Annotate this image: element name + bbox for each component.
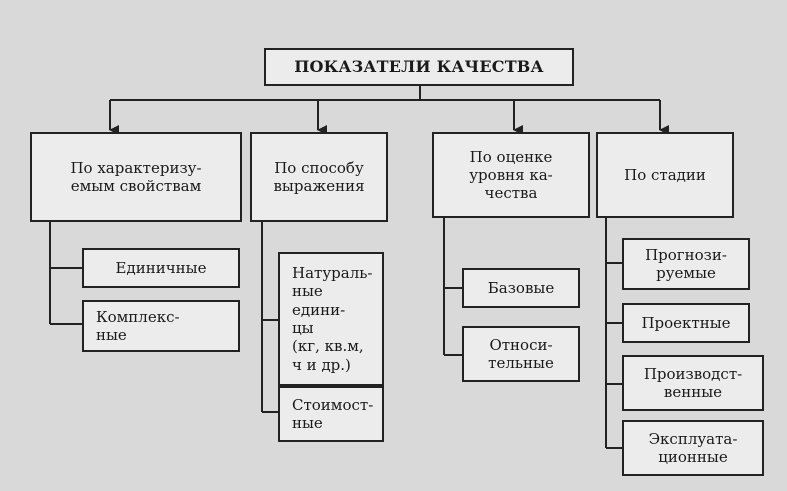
item-design: Проектные: [622, 303, 750, 343]
category-by-properties: По характеризу- емым свойствам: [30, 132, 242, 222]
item-production: Производст- венные: [622, 355, 764, 411]
item-base: Базовые: [462, 268, 580, 308]
diagram-title-box: ПОКАЗАТЕЛИ КАЧЕСТВА: [264, 48, 574, 86]
item-single: Единичные: [82, 248, 240, 288]
category-by-stage: По стадии: [596, 132, 734, 218]
category-by-expression: По способу выражения: [250, 132, 388, 222]
item-relative: Относи- тельные: [462, 326, 580, 382]
item-natural-units: Натураль- ные едини- цы (кг, кв.м, ч и д…: [278, 252, 384, 386]
item-cost: Стоимост- ные: [278, 386, 384, 442]
item-complex: Комплекс- ные: [82, 300, 240, 352]
item-forecast: Прогнози- руемые: [622, 238, 750, 290]
category-by-level: По оценке уровня ка- чества: [432, 132, 590, 218]
item-operation: Эксплуата- ционные: [622, 420, 764, 476]
